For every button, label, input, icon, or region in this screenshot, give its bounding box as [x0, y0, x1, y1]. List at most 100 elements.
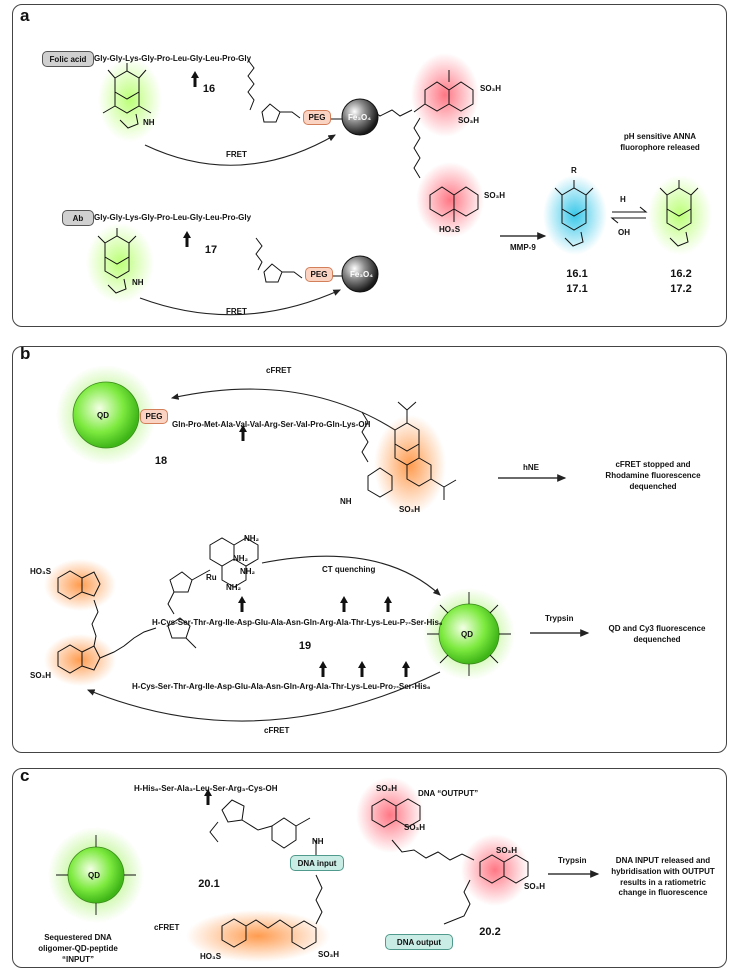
nh2-1: NH₂	[244, 534, 260, 543]
so3h-a2: SO₃H	[458, 116, 480, 125]
r-group: R	[571, 166, 577, 175]
fret-label-2: FRET	[226, 307, 247, 316]
fe3o4-label-2: Fe₃O₄	[350, 270, 374, 279]
folic-acid-box: Folic acid	[42, 51, 94, 67]
peg-box-a2: PEG	[305, 267, 333, 282]
h-plus: H	[620, 195, 626, 204]
anna-fluorophore-17	[86, 223, 154, 303]
so3h-c5: SO₃H	[524, 882, 546, 891]
oh-minus: OH	[618, 228, 630, 237]
trypsin-label-b: Trypsin	[545, 614, 574, 623]
carboxylate-groups-c	[56, 835, 136, 915]
nh-c: NH	[312, 837, 324, 846]
cleavage-arrow-c	[204, 789, 212, 805]
nh2-4: NH₂	[226, 583, 242, 592]
fret-arrow-17	[139, 289, 342, 316]
so3h-b-left: SO₃H	[30, 671, 52, 680]
peptide-19-bottom: H-Cys-Ser-Thr-Arg-Ile-Asp-Glu-Ala-Asn-Gl…	[132, 682, 431, 691]
antibody-box: Ab	[62, 210, 94, 226]
panel-b-label: b	[20, 344, 31, 363]
so3h-c2: SO₃H	[376, 784, 398, 793]
hne-label: hNE	[523, 463, 539, 472]
cy3-dye	[44, 559, 197, 686]
ruthenium-complex	[167, 537, 259, 615]
compound-16-2: 16.2	[670, 268, 692, 280]
compound-17-1: 17.1	[566, 283, 588, 295]
peptide-20: H-His₆-Ser-Ala₃-Leu-Ser-Arg₃-Cys-OH	[134, 784, 278, 793]
panel-c-label: c	[20, 766, 30, 785]
compound-20-2-label: 20.2	[479, 926, 501, 938]
compound-17-label: 17	[204, 244, 218, 256]
ho3s-b: HO₃S	[30, 567, 52, 576]
cy5-dye-c	[356, 777, 529, 925]
dna-output-caption: DNA “OUTPUT”	[418, 789, 479, 798]
so3h-c1: SO₃H	[318, 950, 340, 959]
dna-output-box: DNA output	[385, 934, 453, 950]
peptide-19-top: H-Cys-Ser-Thr-Arg-Ile-Asp-Glu-Ala-Asn-Gl…	[152, 618, 443, 627]
qd-label-b1: QD	[97, 411, 109, 420]
nh-17: NH	[132, 278, 144, 287]
nh2-3: NH₂	[240, 567, 256, 576]
anna-fluorophore-16	[98, 58, 162, 142]
released-caption: pH sensitive ANNA fluorophore released	[620, 132, 700, 152]
nh-16: NH	[143, 118, 155, 127]
qd-label-c: QD	[88, 871, 100, 880]
peptide-18: Gln-Pro-Met-Ala-Val-Val-Arg-Ser-Val-Pro-…	[172, 420, 371, 429]
fret-label-1: FRET	[226, 150, 247, 159]
hne-result: cFRET stopped and Rhodamine fluorescence…	[605, 460, 701, 491]
compound-18-label: 18	[154, 455, 168, 467]
so3h-c4: SO₃H	[496, 846, 518, 855]
ru-label: Ru	[206, 573, 217, 582]
so3h-rhodamine: SO₃H	[399, 505, 421, 514]
nh2-2: NH₂	[233, 554, 249, 563]
fret-arrow-16	[144, 134, 336, 166]
cleavage-arrows-a	[183, 71, 199, 247]
cy3-dye-c	[186, 910, 330, 962]
ct-quenching-arrow	[261, 555, 441, 596]
trypsin-result-b: QD and Cy3 fluorescence dequenched	[608, 624, 706, 644]
peptide-16: Gly-Gly-Lys-Gly-Pro-Leu-Gly-Leu-Pro-Gly	[94, 54, 252, 63]
fe3o4-nanoparticle-1	[341, 98, 379, 136]
cfret-arrow-bottom	[86, 671, 441, 722]
so3h-c3: SO₃H	[404, 823, 426, 832]
qd-label-b2: QD	[461, 630, 473, 639]
fe3o4-nanoparticle-2	[341, 255, 379, 293]
cleavage-arrows-b	[238, 425, 410, 677]
compound-16-1: 16.1	[566, 268, 588, 280]
linker-c	[209, 799, 323, 925]
cfret-label-c: cFRET	[154, 923, 180, 932]
compound-16-label: 16	[202, 83, 216, 95]
dna-input-box: DNA input	[290, 855, 344, 871]
panel-a-label: a	[20, 6, 30, 25]
trypsin-result-c: DNA INPUT released and hybridisation wit…	[611, 856, 715, 898]
rhodamine-dye	[361, 401, 457, 515]
released-fluorophore-blue	[543, 175, 607, 255]
ho3s-c: HO₃S	[200, 952, 222, 961]
peg-box-b: PEG	[140, 409, 168, 424]
ct-quenching-label: CT quenching	[322, 565, 376, 574]
cyanine-dye-red	[411, 53, 484, 238]
fe3o4-label-1: Fe₃O₄	[348, 113, 372, 122]
equilibrium-arrows	[610, 206, 648, 224]
peg-box-a1: PEG	[303, 110, 331, 125]
mmp9-label: MMP-9	[510, 243, 536, 252]
carboxylate-groups-b	[427, 592, 511, 676]
cfret-label-top: cFRET	[266, 366, 292, 375]
so3h-a1: SO₃H	[480, 84, 502, 93]
ho3s-a: HO₃S	[439, 225, 461, 234]
so3h-a3: SO₃H	[484, 191, 506, 200]
sequestered-caption: Sequestered DNA oligomer-QD-peptide “INP…	[38, 933, 118, 964]
compound-19-label: 19	[298, 640, 312, 652]
trypsin-label-c: Trypsin	[558, 856, 587, 865]
compound-20-1-label: 20.1	[198, 878, 220, 890]
nh-b: NH	[340, 497, 352, 506]
compound-17-2: 17.2	[670, 283, 692, 295]
released-fluorophore-green	[648, 175, 712, 255]
quantum-dot-b1	[72, 381, 140, 449]
cfret-arrow-top	[170, 388, 396, 431]
cfret-label-bottom: cFRET	[264, 726, 290, 735]
peptide-17: Gly-Gly-Lys-Gly-Pro-Leu-Gly-Leu-Pro-Gly	[94, 213, 252, 222]
